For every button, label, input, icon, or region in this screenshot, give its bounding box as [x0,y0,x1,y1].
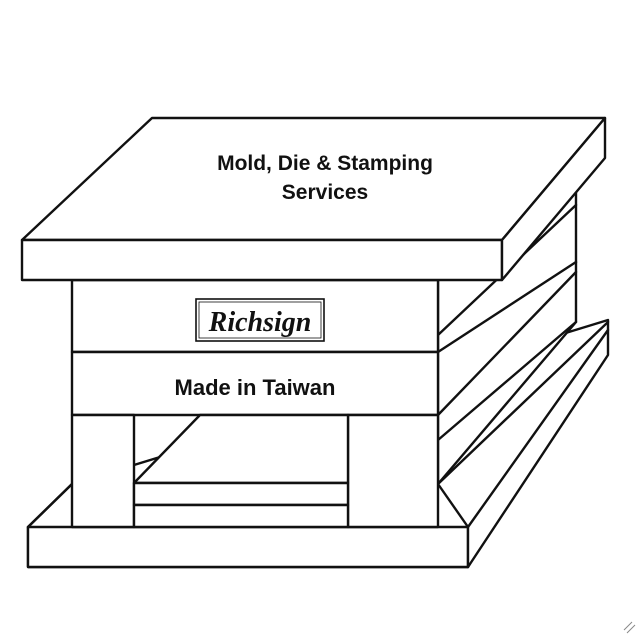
top-plate-front-face [20,238,504,282]
bottom-plate-front [26,525,470,569]
logo-box [195,298,325,342]
bottom-plate-left-edge [26,482,74,529]
top-label-line1: Mold, Die & Stamping [217,152,433,175]
ejector-plate-upper [132,481,350,507]
bottom-plate-inner-edge [436,482,470,529]
logo-text: Richsign [208,307,312,338]
left-support [70,413,136,529]
side-line-4 [436,320,578,442]
bottom-plate-back-edge [436,320,610,486]
ejector-top [132,413,350,485]
right-support [346,413,440,529]
top-label-line2: Services [282,181,368,204]
made-in-label: Made in Taiwan [175,375,336,400]
middle-plate [70,350,440,417]
logo-box-inner [198,301,322,339]
side-line-2 [436,260,578,354]
bottom-plate-side [466,328,610,569]
corner-expand-icon [623,621,636,634]
top-plate-side-face [500,116,607,282]
ejector-plate-lower [132,503,350,529]
side-line-3 [436,270,578,417]
